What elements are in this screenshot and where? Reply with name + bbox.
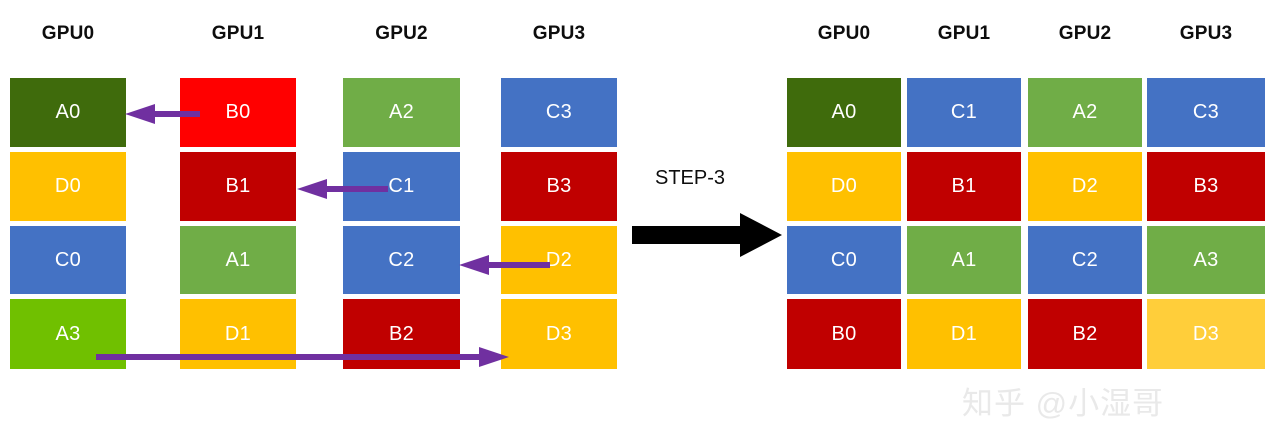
right-cell-gpu1-row0: C1 bbox=[907, 78, 1021, 147]
arrow-c1-to-gpu1-icon bbox=[297, 179, 388, 199]
right-cell-gpu2-row3: B2 bbox=[1028, 299, 1142, 369]
right-cell-gpu0-row2: C0 bbox=[787, 226, 901, 294]
left-cell-gpu3-row0: C3 bbox=[501, 78, 617, 147]
left-cell-gpu0-row2: C0 bbox=[10, 226, 126, 294]
left-cell-gpu3-row2: D2 bbox=[501, 226, 617, 294]
step-label: STEP-3 bbox=[655, 167, 726, 189]
left-cell-gpu0-row1: D0 bbox=[10, 152, 126, 221]
left-cell-gpu0-row0: A0 bbox=[10, 78, 126, 147]
right-header-gpu0: GPU0 bbox=[817, 23, 871, 44]
left-cell-gpu1-row2: A1 bbox=[180, 226, 296, 294]
right-cell-gpu0-row3: B0 bbox=[787, 299, 901, 369]
right-cell-gpu1-row1: B1 bbox=[907, 152, 1021, 221]
right-header-gpu3: GPU3 bbox=[1179, 23, 1233, 44]
right-cell-gpu3-row0: C3 bbox=[1147, 78, 1265, 147]
left-header-gpu2: GPU2 bbox=[375, 23, 428, 44]
left-cell-gpu2-row0: A2 bbox=[343, 78, 460, 147]
arrow-b0-to-gpu0-icon bbox=[125, 104, 200, 124]
right-header-gpu2: GPU2 bbox=[1058, 23, 1112, 44]
left-header-gpu1: GPU1 bbox=[211, 23, 265, 44]
left-header-gpu0: GPU0 bbox=[41, 23, 95, 44]
right-cell-gpu2-row0: A2 bbox=[1028, 78, 1142, 147]
left-cell-gpu0-row3: A3 bbox=[10, 299, 126, 369]
left-cell-gpu3-row1: B3 bbox=[501, 152, 617, 221]
right-cell-gpu1-row2: A1 bbox=[907, 226, 1021, 294]
left-cell-gpu2-row2: C2 bbox=[343, 226, 460, 294]
arrow-a3-to-gpu3-icon bbox=[96, 347, 509, 367]
right-cell-gpu0-row0: A0 bbox=[787, 78, 901, 147]
right-cell-gpu1-row3: D1 bbox=[907, 299, 1021, 369]
left-cell-gpu3-row3: D3 bbox=[501, 299, 617, 369]
watermark: 知乎 @小湿哥 bbox=[962, 386, 1165, 421]
right-cell-gpu0-row1: D0 bbox=[787, 152, 901, 221]
right-cell-gpu3-row1: B3 bbox=[1147, 152, 1265, 221]
right-cell-gpu3-row2: A3 bbox=[1147, 226, 1265, 294]
left-cell-gpu1-row1: B1 bbox=[180, 152, 296, 221]
right-cell-gpu2-row1: D2 bbox=[1028, 152, 1142, 221]
step-arrow-icon bbox=[632, 213, 782, 257]
right-cell-gpu3-row3: D3 bbox=[1147, 299, 1265, 369]
arrow-d2-to-gpu2-icon bbox=[459, 255, 550, 275]
left-header-gpu3: GPU3 bbox=[532, 23, 586, 44]
right-cell-gpu2-row2: C2 bbox=[1028, 226, 1142, 294]
right-header-gpu1: GPU1 bbox=[937, 23, 991, 44]
